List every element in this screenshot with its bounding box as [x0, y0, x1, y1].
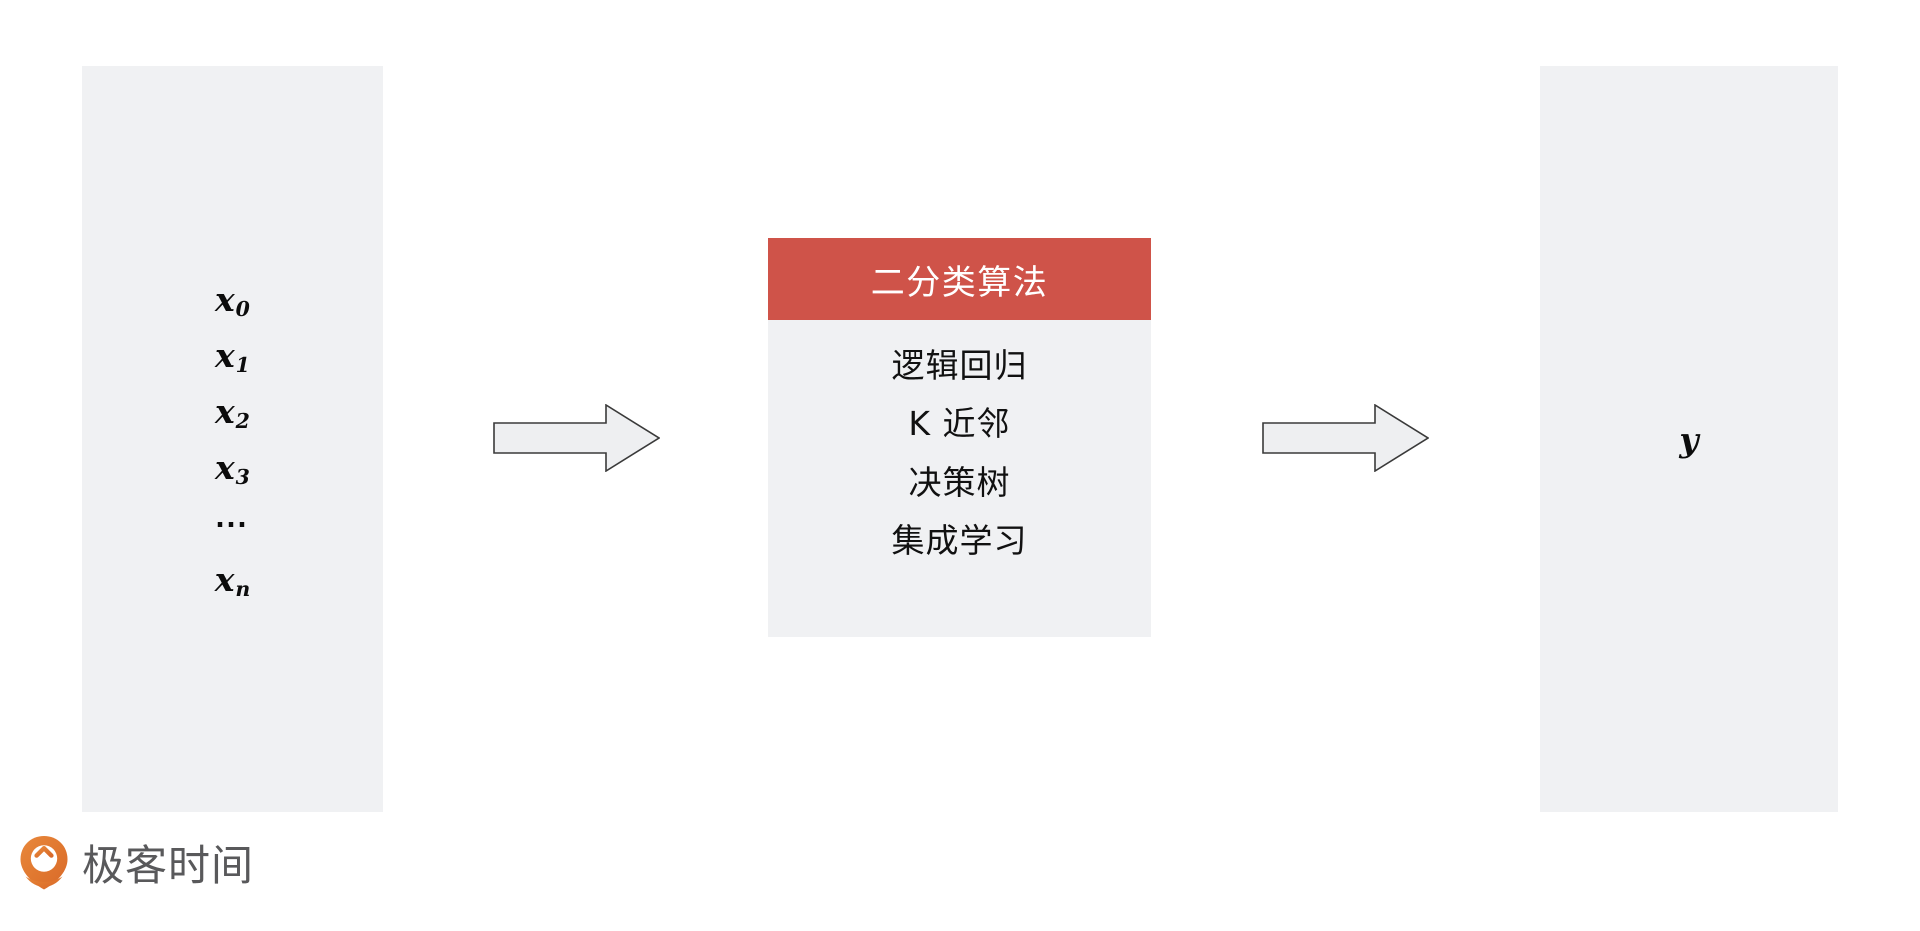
feature-variable: x1	[215, 335, 250, 376]
feature-variable-base: x	[215, 447, 236, 487]
feature-variable-base: x	[214, 559, 235, 599]
list-item: 逻辑回归	[891, 346, 1028, 385]
output-variable: y	[1679, 419, 1699, 459]
output-label-panel: y	[1540, 66, 1838, 812]
feature-variable-base: x	[215, 391, 236, 431]
right-arrow-icon	[493, 403, 661, 473]
list-item: K 近邻	[908, 404, 1011, 444]
feature-variable-subscript: n	[235, 577, 251, 602]
algorithm-card: 二分类算法 逻辑回归 K 近邻 决策树 集成学习	[768, 238, 1151, 637]
feature-variable-subscript: 2	[235, 409, 251, 434]
feature-variable: x0	[215, 279, 250, 320]
feature-variable-subscript: 0	[235, 297, 251, 322]
feature-variable-base: x	[215, 279, 236, 319]
feature-variable-base: x	[215, 335, 236, 375]
feature-variable: x3	[215, 447, 250, 488]
feature-variable-subscript: 3	[235, 465, 251, 490]
brand-name: 极客时间	[82, 841, 255, 890]
arrow-model-to-output	[1262, 403, 1430, 473]
list-item: 决策树	[908, 462, 1011, 502]
geektime-pin-icon	[20, 835, 68, 889]
input-feature-panel: x0 x1 x2 x3 ⋯ xn	[82, 66, 383, 812]
feature-variable-subscript: 1	[235, 353, 251, 378]
algorithm-card-title: 二分类算法	[870, 262, 1049, 303]
list-item: 集成学习	[891, 520, 1028, 560]
feature-variable-ellipsis: ⋯	[214, 503, 251, 543]
arrow-input-to-model	[493, 403, 661, 473]
algorithm-card-header: 二分类算法	[768, 238, 1151, 320]
algorithm-card-body: 逻辑回归 K 近邻 决策树 集成学习	[768, 320, 1151, 637]
feature-variable: xn	[214, 559, 251, 600]
right-arrow-icon	[1262, 403, 1430, 473]
feature-variable: x2	[215, 391, 250, 432]
brand-watermark: 极客时间	[18, 832, 254, 893]
feature-variable-list: x0 x1 x2 x3 ⋯ xn	[214, 279, 251, 600]
